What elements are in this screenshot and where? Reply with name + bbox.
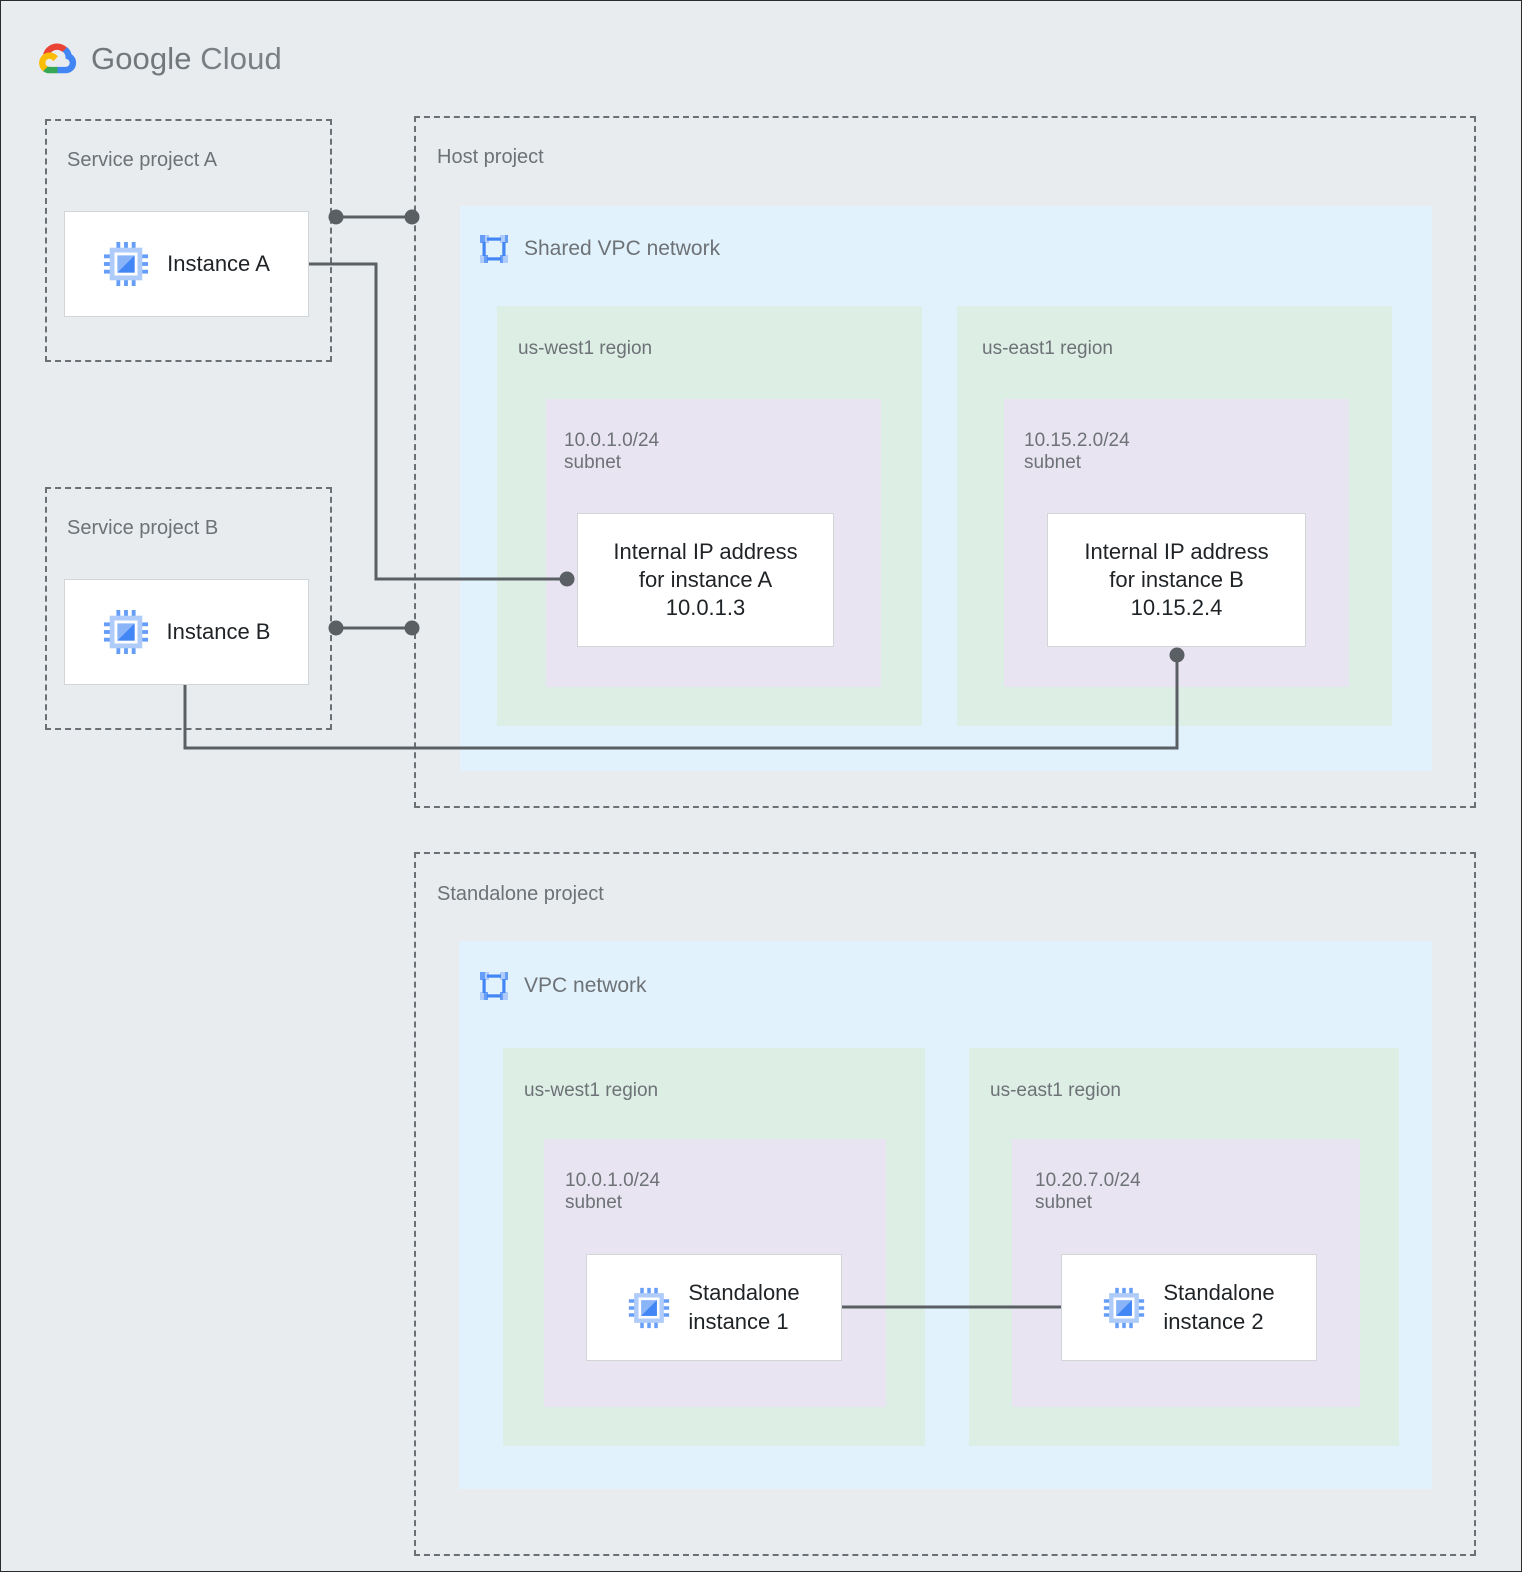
standalone-instance-2-box[interactable]: Standalone instance 2 — [1061, 1254, 1317, 1361]
instance-a-box[interactable]: Instance A — [64, 211, 309, 317]
wire-instance-b-to-host-boundary — [328, 620, 420, 636]
compute-instance-icon — [1104, 1287, 1145, 1328]
host-project-label: Host project — [437, 146, 544, 168]
standalone-instance-1-label: Standalone instance 1 — [688, 1279, 800, 1334]
standalone-subnet-10-20-7-0-label: 10.20.7.0/24 subnet — [1035, 1170, 1141, 1214]
instance-b-box[interactable]: Instance B — [64, 579, 309, 685]
instance-b-label: Instance B — [166, 618, 271, 644]
instance-a-label: Instance A — [167, 250, 270, 276]
standalone-instance-1-box[interactable]: Standalone instance 1 — [586, 1254, 842, 1361]
host-region-us-west1-label: us-west1 region — [518, 338, 653, 359]
google-cloud-logo: Google Cloud — [35, 37, 282, 81]
standalone-region-us-west1-label: us-west1 region — [524, 1080, 659, 1101]
compute-instance-icon — [103, 609, 148, 655]
standalone-project-container — [414, 852, 1476, 1556]
internal-ip-instance-a-text: Internal IP address for instance A 10.0.… — [613, 539, 798, 620]
service-project-a-label: Service project A — [67, 149, 218, 171]
shared-vpc-network-title: Shared VPC network — [524, 237, 721, 260]
host-region-us-east1-label: us-east1 region — [982, 338, 1113, 359]
vpc-network-title: VPC network — [524, 974, 647, 997]
standalone-instance-2-label: Standalone instance 2 — [1163, 1279, 1275, 1334]
internal-ip-instance-b-text: Internal IP address for instance B 10.15… — [1084, 539, 1269, 620]
service-project-b-label: Service project B — [67, 517, 219, 539]
vpc-network-icon — [480, 972, 508, 1000]
brand-name-primary: Google — [91, 41, 192, 76]
standalone-project-label: Standalone project — [437, 883, 604, 905]
brand-name-secondary: Cloud — [200, 41, 282, 76]
vpc-network-icon — [480, 235, 508, 263]
service-project-a-container — [45, 119, 332, 362]
compute-instance-icon — [104, 241, 149, 287]
standalone-subnet-10-0-1-0-label: 10.0.1.0/24 subnet — [565, 1170, 661, 1214]
standalone-region-us-east1-label: us-east1 region — [990, 1080, 1121, 1101]
wire-instance-a-to-host-boundary — [328, 209, 420, 225]
host-subnet-10-0-1-0-label: 10.0.1.0/24 subnet — [564, 430, 660, 474]
internal-ip-instance-a-box[interactable]: Internal IP address for instance A 10.0.… — [577, 513, 834, 647]
vpc-network-header: VPC network — [478, 970, 647, 1002]
brand-name: Google Cloud — [91, 41, 282, 77]
compute-instance-icon — [629, 1287, 670, 1328]
host-subnet-10-15-2-0-label: 10.15.2.0/24 subnet — [1024, 430, 1130, 474]
shared-vpc-network-header: Shared VPC network — [478, 233, 720, 265]
internal-ip-instance-b-box[interactable]: Internal IP address for instance B 10.15… — [1047, 513, 1306, 647]
google-cloud-logo-icon — [39, 43, 77, 74]
